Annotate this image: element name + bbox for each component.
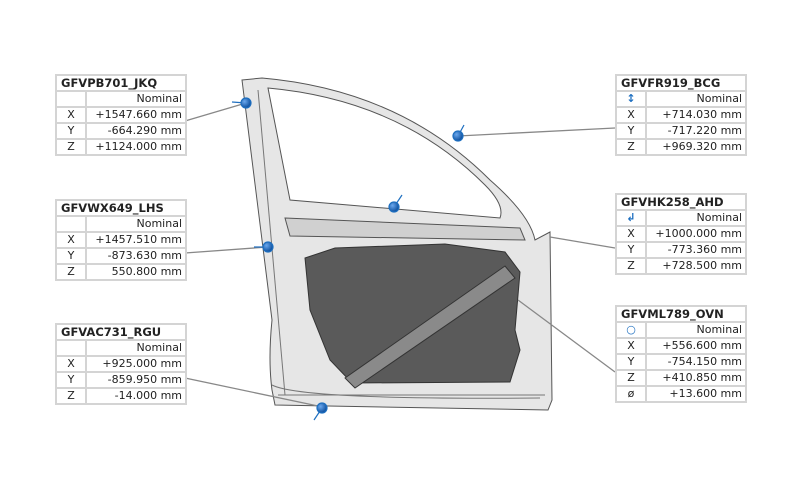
point-type-icon — [55, 90, 87, 108]
card-title: GFVWX649_LHS — [55, 199, 187, 217]
axis-label: X — [55, 231, 87, 249]
door-panel — [241, 77, 553, 411]
value: +969.320 mm — [645, 138, 747, 156]
measurement-points — [231, 97, 465, 421]
point-type-icon — [55, 215, 87, 233]
axis-label: Y — [615, 122, 647, 140]
axis-label: Z — [55, 387, 87, 405]
axis-label: Y — [615, 241, 647, 259]
measurement-card-GFVFR919_BCG: GFVFR919_BCG ↕Nominal X+714.030 mm Y-717… — [615, 74, 747, 156]
value: +925.000 mm — [85, 355, 187, 373]
measurement-card-GFVHK258_AHD: GFVHK258_AHD ↲Nominal X+1000.000 mm Y-77… — [615, 193, 747, 275]
card-title: GFVHK258_AHD — [615, 193, 747, 211]
axis-label: Y — [55, 122, 87, 140]
column-header: Nominal — [645, 90, 747, 108]
measurement-card-GFVPB701_JKQ: GFVPB701_JKQ Nominal X+1547.660 mm Y-664… — [55, 74, 187, 156]
axis-label: Z — [55, 138, 87, 156]
value: -664.290 mm — [85, 122, 187, 140]
axis-label: X — [615, 106, 647, 124]
value: +714.030 mm — [645, 106, 747, 124]
axis-label: X — [55, 355, 87, 373]
card-title: GFVPB701_JKQ — [55, 74, 187, 92]
axis-label: Z — [55, 263, 87, 281]
measurement-card-GFVWX649_LHS: GFVWX649_LHS Nominal X+1457.510 mm Y-873… — [55, 199, 187, 281]
axis-label: Y — [615, 353, 647, 371]
value: +1547.660 mm — [85, 106, 187, 124]
measurement-card-GFVAC731_RGU: GFVAC731_RGU Nominal X+925.000 mm Y-859.… — [55, 323, 187, 405]
value: -873.630 mm — [85, 247, 187, 265]
value: +13.600 mm — [645, 385, 747, 403]
circle-icon: ○ — [615, 321, 647, 339]
card-title: GFVFR919_BCG — [615, 74, 747, 92]
column-header: Nominal — [85, 339, 187, 357]
value: -14.000 mm — [85, 387, 187, 405]
value: +1000.000 mm — [645, 225, 747, 243]
value: -754.150 mm — [645, 353, 747, 371]
column-header: Nominal — [645, 209, 747, 227]
measurement-card-GFVML789_OVN: GFVML789_OVN ○Nominal X+556.600 mm Y-754… — [615, 305, 747, 403]
diameter-label: ø — [615, 385, 647, 403]
value: +1124.000 mm — [85, 138, 187, 156]
value: 550.800 mm — [85, 263, 187, 281]
axis-label: X — [615, 337, 647, 355]
axis-label: Z — [615, 369, 647, 387]
card-title: GFVML789_OVN — [615, 305, 747, 323]
value: +556.600 mm — [645, 337, 747, 355]
column-header: Nominal — [645, 321, 747, 339]
axis-label: X — [55, 106, 87, 124]
value: +728.500 mm — [645, 257, 747, 275]
column-header: Nominal — [85, 215, 187, 233]
value: -773.360 mm — [645, 241, 747, 259]
leader-lines — [184, 102, 616, 407]
card-title: GFVAC731_RGU — [55, 323, 187, 341]
axis-label: Y — [55, 371, 87, 389]
point-type-icon — [55, 339, 87, 357]
value: +410.850 mm — [645, 369, 747, 387]
value: -859.950 mm — [85, 371, 187, 389]
axis-label: Z — [615, 138, 647, 156]
axis-label: Y — [55, 247, 87, 265]
value: -717.220 mm — [645, 122, 747, 140]
axes-icon: ↲ — [615, 209, 647, 227]
vertical-arrow-icon: ↕ — [615, 90, 647, 108]
column-header: Nominal — [85, 90, 187, 108]
axis-label: Z — [615, 257, 647, 275]
value: +1457.510 mm — [85, 231, 187, 249]
axis-label: X — [615, 225, 647, 243]
